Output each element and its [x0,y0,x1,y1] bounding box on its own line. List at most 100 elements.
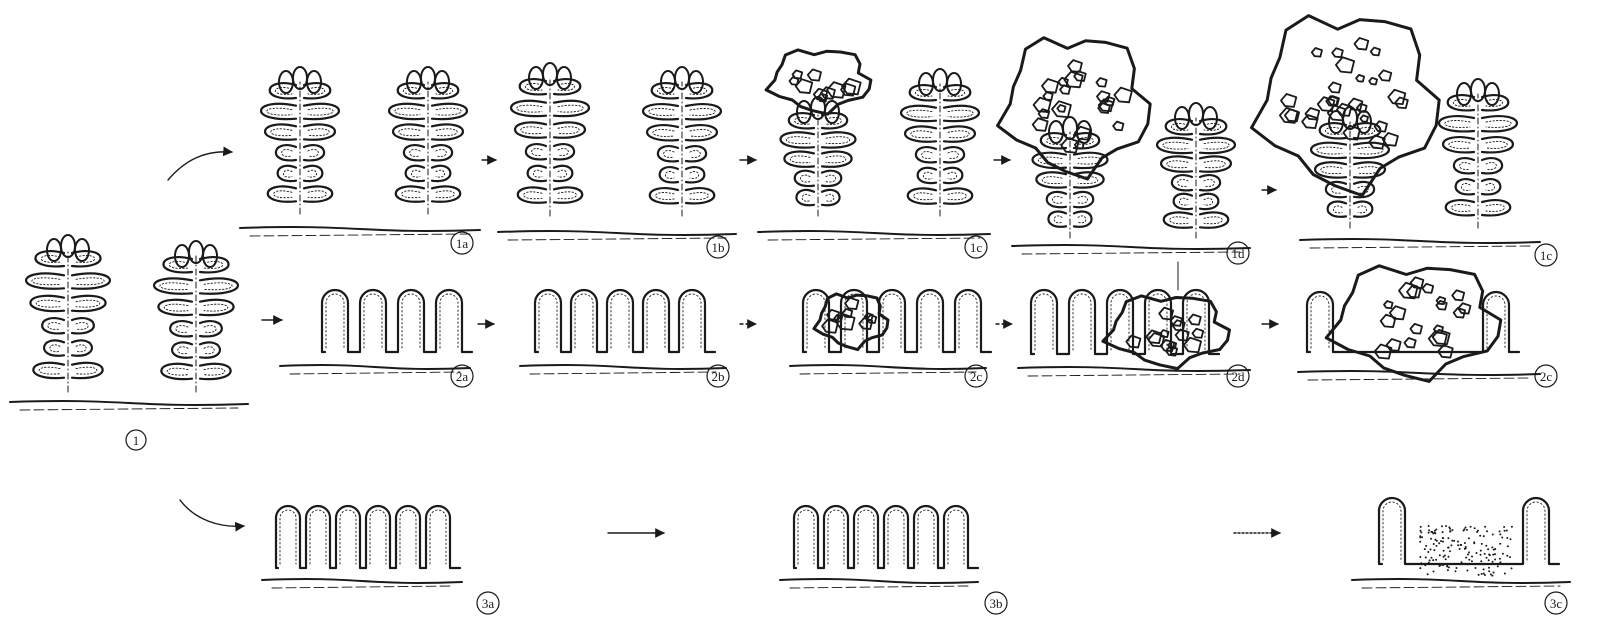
right-fold-epithelium [826,194,834,201]
cell-dot [1467,570,1469,572]
left-fold-epithelium [656,192,674,199]
cell-dot [1484,553,1486,555]
cell-dot [1438,542,1440,544]
cell-dot [1430,549,1432,551]
left-fold-epithelium [802,194,810,201]
right-fold-epithelium [1204,179,1214,186]
submucosa-line [1022,252,1240,254]
right-fold-epithelium [76,300,100,307]
left-fold-epithelium [907,110,932,117]
villus-epithelium [1383,502,1401,560]
panel-label-1d: 1d [1227,242,1249,264]
right-fold [200,364,231,379]
right-fold [200,342,220,357]
right-fold [1074,153,1107,168]
right-fold-epithelium [1078,196,1088,203]
cell-dot [1471,556,1473,558]
right-fold [1074,211,1092,226]
cell-dot [1474,527,1476,529]
neoplastic-gland [1281,94,1296,107]
panel-label-2e: 2c [1535,365,1557,387]
cell-dot [1480,554,1482,556]
cell-dot [1448,566,1450,568]
villus-epithelium [340,510,356,564]
villus-epithelium [364,294,382,348]
right-fold-epithelium [1486,204,1504,211]
cell-dot [1436,545,1438,547]
left-fold [1443,137,1474,152]
cell-dot [1434,539,1436,541]
cell-dot [1506,555,1508,557]
submucosa-line [800,372,976,374]
muscularis-line [1300,239,1540,243]
left-fold-epithelium [1452,204,1470,211]
left-fold [396,186,424,201]
apical-bud [1457,83,1471,105]
left-fold-epithelium [32,278,60,285]
right-fold [72,318,94,333]
cell-dot [1484,526,1486,528]
apical-bud [293,67,307,89]
villus-epithelium [402,294,420,348]
cell-dot [1432,559,1434,561]
right-fold [72,296,106,311]
apical-bud [661,71,675,93]
muscularis-line [262,579,462,583]
left-fold [905,126,936,141]
cell-dot [1433,571,1435,573]
panel-2d [1018,290,1250,376]
cell-dot [1453,540,1455,542]
cell-dot [1442,541,1444,543]
right-fold [1482,158,1502,173]
right-fold-epithelium [948,172,957,179]
panel-label-1c: 1c [965,236,987,258]
villus-epithelium [539,294,557,348]
right-fold-epithelium [1078,216,1086,223]
villus-epithelium [807,294,825,348]
left-fold-epithelium [402,191,420,198]
cell-dot [1466,563,1468,565]
cell-dot [1476,531,1478,533]
muscularis-line [1298,371,1540,375]
left-fold [515,122,546,137]
cell-dot [1451,540,1453,542]
cell-dot [1499,530,1501,532]
left-fold [1315,162,1346,177]
villus-epithelium [683,294,701,348]
panel-label-1a: 1a [451,232,473,254]
right-fold [1482,116,1517,131]
right-fold-epithelium [690,108,715,115]
left-fold [261,104,296,119]
right-fold [686,125,717,140]
left-fold [518,187,546,202]
left-fold [278,166,296,181]
apical-bud [1049,121,1063,143]
left-fold [643,104,678,119]
left-fold-epithelium [1333,206,1342,213]
right-fold [432,166,450,181]
right-fold-epithelium [308,149,318,156]
right-fold [822,132,855,147]
cell-dot [1460,544,1462,546]
cell-dot [1424,548,1426,550]
right-fold-epithelium [204,368,225,375]
cell-dot [1419,541,1421,543]
villus-epithelium [1527,502,1545,560]
cell-dot [1451,529,1453,531]
left-fold-epithelium [399,129,420,136]
neoplastic-gland [1410,324,1422,334]
left-fold [658,146,678,161]
neoplastic-gland [1329,82,1341,92]
apical-bud [421,67,435,89]
left-fold-epithelium [48,322,60,329]
neoplastic-gland [1354,38,1368,50]
apical-bud [1203,107,1217,129]
neoplastic-gland [1057,105,1065,112]
right-fold-epithelium [436,108,461,115]
panel-label-1b: 1b [707,236,729,258]
panel-label-2c-text: 2c [970,369,983,384]
left-fold [1456,179,1474,194]
panel-1c [758,50,990,240]
cell-dot [1485,545,1487,547]
cell-dot [1488,570,1490,572]
